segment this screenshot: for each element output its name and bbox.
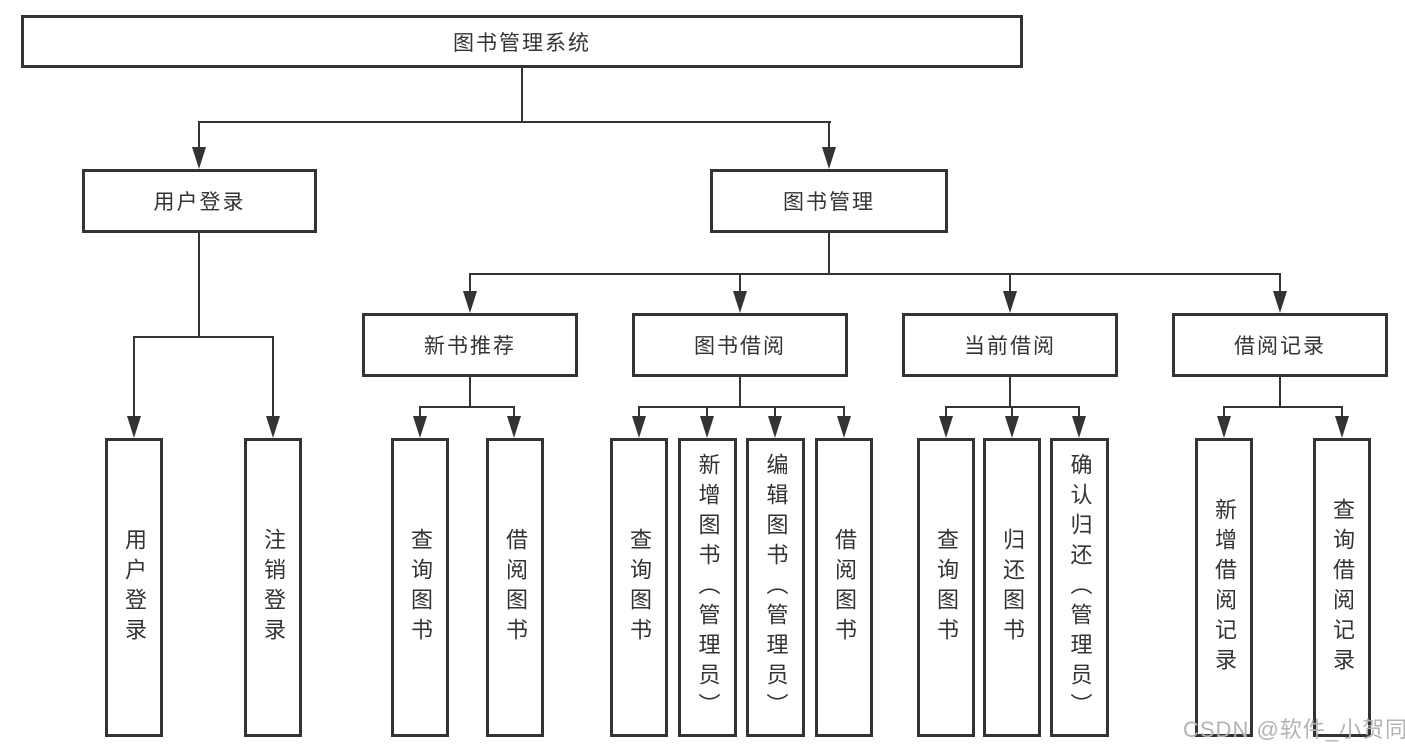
leaf-add-books-admin: 新增图书（管理员） — [678, 438, 737, 737]
node-label: 新增图书（管理员） — [695, 452, 721, 723]
leaf-confirm-return-admin: 确认归还（管理员） — [1050, 438, 1109, 737]
node-label: 查询图书 — [408, 527, 433, 648]
arrow-down-icon — [1273, 291, 1287, 313]
connector-line — [198, 121, 831, 123]
leaf-borrow-books-1: 借阅图书 — [486, 438, 544, 737]
connector-line — [1223, 406, 1225, 420]
arrow-down-icon — [1217, 416, 1231, 438]
node-book-borrow: 图书借阅 — [632, 313, 848, 377]
node-label: 借阅图书 — [832, 527, 857, 648]
connector-line — [739, 273, 741, 295]
connector-line — [521, 68, 523, 121]
node-label: 查询借阅记录 — [1330, 497, 1355, 678]
connector-line — [638, 406, 640, 420]
arrow-down-icon — [507, 416, 521, 438]
node-label: 用户登录 — [122, 527, 147, 648]
connector-line — [1223, 406, 1343, 408]
connector-line — [706, 406, 708, 420]
connector-line — [513, 406, 515, 420]
connector-line — [419, 406, 421, 420]
node-label: 图书管理系统 — [453, 31, 591, 55]
arrow-down-icon — [632, 416, 646, 438]
node-label: 借阅图书 — [503, 527, 528, 648]
node-user-login-group: 用户登录 — [82, 169, 317, 233]
node-label: 当前借阅 — [964, 335, 1056, 358]
node-current-borrow: 当前借阅 — [902, 313, 1118, 377]
node-label: 新增借阅记录 — [1212, 497, 1237, 678]
connector-line — [133, 336, 135, 420]
connector-line — [198, 121, 200, 151]
node-label: 查询图书 — [934, 527, 959, 648]
connector-line — [469, 377, 471, 406]
node-label: 确认归还（管理员） — [1067, 452, 1093, 723]
node-label: 查询图书 — [627, 527, 652, 648]
leaf-query-books-2: 查询图书 — [610, 438, 668, 737]
node-root: 图书管理系统 — [21, 15, 1023, 68]
arrow-down-icon — [939, 416, 953, 438]
connector-line — [419, 406, 515, 408]
leaf-logout: 注销登录 — [244, 438, 302, 737]
node-label: 图书管理 — [783, 191, 875, 214]
node-label: 新书推荐 — [424, 335, 516, 358]
connector-line — [1009, 377, 1011, 406]
leaf-query-borrow-record: 查询借阅记录 — [1313, 438, 1371, 737]
node-label: 归还图书 — [1000, 527, 1025, 648]
arrow-down-icon — [1005, 416, 1019, 438]
connector-line — [1009, 273, 1011, 295]
connector-line — [469, 273, 471, 295]
connector-line — [1078, 406, 1080, 420]
connector-line — [272, 336, 274, 420]
csdn-watermark: CSDN @软件_小贺同学 — [1183, 717, 1405, 742]
connector-line — [739, 377, 741, 406]
arrow-down-icon — [1335, 416, 1349, 438]
leaf-return-books: 归还图书 — [983, 438, 1041, 737]
arrow-down-icon — [192, 147, 206, 169]
arrow-down-icon — [822, 147, 836, 169]
connector-line — [774, 406, 776, 420]
leaf-user-login: 用户登录 — [105, 438, 163, 737]
connector-line — [1279, 377, 1281, 406]
connector-line — [1279, 273, 1281, 295]
node-label: 借阅记录 — [1234, 335, 1326, 358]
arrow-down-icon — [1072, 416, 1086, 438]
arrow-down-icon — [700, 416, 714, 438]
connector-line — [843, 406, 845, 420]
connector-line — [198, 233, 200, 336]
node-label: 图书借阅 — [694, 335, 786, 358]
arrow-down-icon — [837, 416, 851, 438]
leaf-query-books-3: 查询图书 — [917, 438, 975, 737]
node-borrow-records: 借阅记录 — [1172, 313, 1388, 377]
connector-line — [638, 406, 845, 408]
connector-line — [828, 121, 830, 151]
arrow-down-icon — [413, 416, 427, 438]
arrow-down-icon — [127, 416, 141, 438]
arrow-down-icon — [463, 291, 477, 313]
node-label: 注销登录 — [261, 527, 286, 648]
node-new-book-recommend: 新书推荐 — [362, 313, 578, 377]
leaf-borrow-books-2: 借阅图书 — [815, 438, 873, 737]
leaf-query-books-1: 查询图书 — [391, 438, 449, 737]
connector-line — [133, 336, 274, 338]
node-label: 编辑图书（管理员） — [763, 452, 789, 723]
arrow-down-icon — [1003, 291, 1017, 313]
connector-line — [469, 273, 1281, 275]
node-book-management: 图书管理 — [710, 169, 948, 233]
connector-line — [945, 406, 947, 420]
connector-line — [828, 233, 830, 273]
connector-line — [1341, 406, 1343, 420]
leaf-add-borrow-record: 新增借阅记录 — [1195, 438, 1253, 737]
connector-line — [1011, 406, 1013, 420]
arrow-down-icon — [266, 416, 280, 438]
arrow-down-icon — [768, 416, 782, 438]
leaf-edit-books-admin: 编辑图书（管理员） — [746, 438, 805, 737]
arrow-down-icon — [733, 291, 747, 313]
node-label: 用户登录 — [153, 191, 246, 214]
